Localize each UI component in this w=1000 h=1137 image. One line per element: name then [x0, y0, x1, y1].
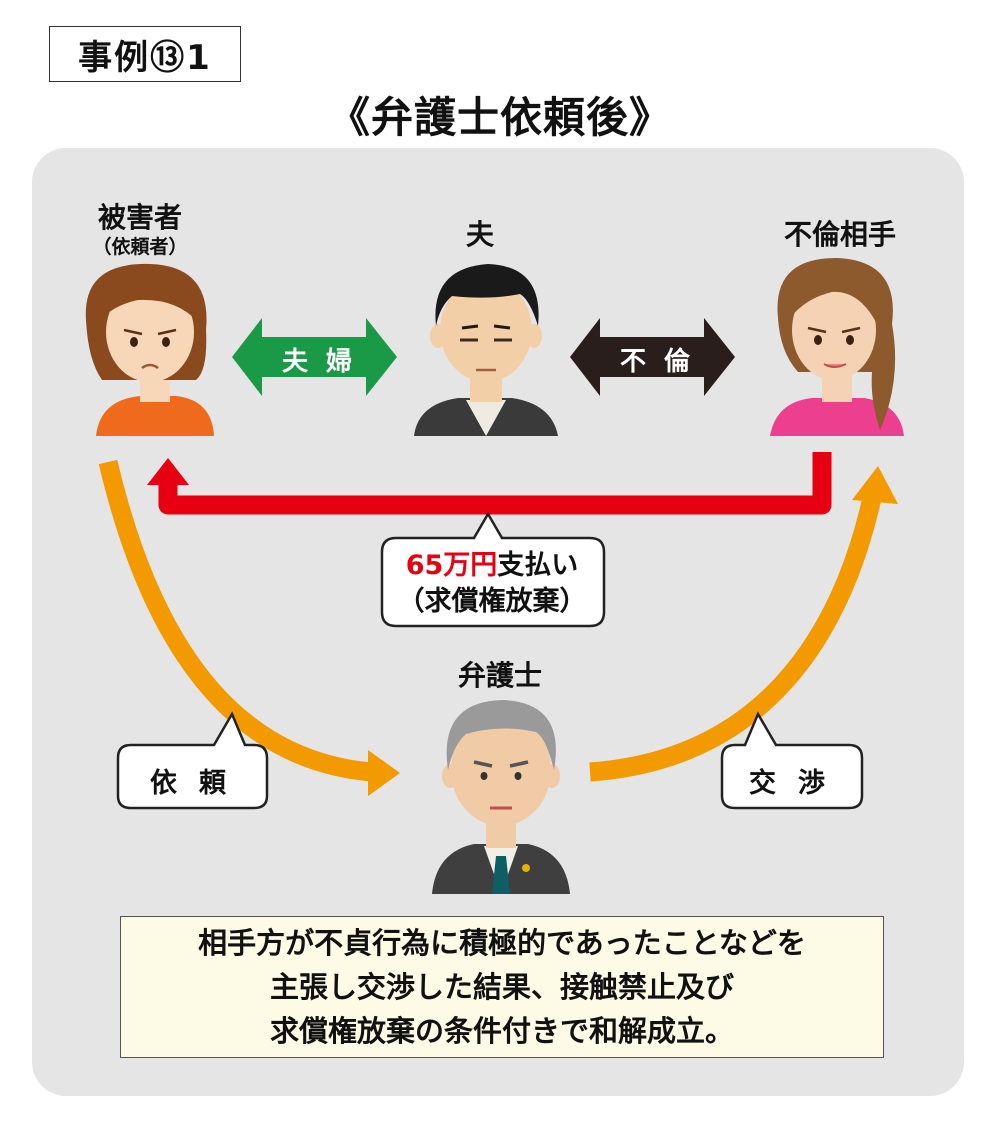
victim-illustration [85, 263, 214, 436]
payment-label: 支払い [497, 550, 579, 581]
result-line-3: 求償権放棄の条件付きで和解成立。 [269, 1014, 734, 1048]
payment-text: 65万円支払い （求償権放棄） [378, 548, 606, 620]
affair-arrow [570, 318, 735, 396]
request-arrow [98, 459, 373, 782]
victim-label: 被害者 [97, 201, 182, 234]
payment-amount: 65万円 [405, 550, 498, 581]
marital-relation-label: 夫婦 [281, 347, 370, 377]
payment-note: （求償権放棄） [397, 586, 587, 617]
lawyer-label: 弁護士 [457, 659, 542, 692]
case-number-label: 事例⑬1 [49, 26, 241, 82]
payment-arrow [158, 452, 832, 515]
request-bubble [116, 711, 269, 810]
lover-illustration [770, 258, 904, 436]
result-box: 相手方が不貞行為に積極的であったことなどを 主張し交渉した結果、接触禁止及び 求… [120, 916, 884, 1058]
marital-arrow [232, 318, 397, 396]
victim-sub-label: （依頼者） [92, 236, 188, 258]
husband-label: 夫 [465, 218, 494, 251]
request-label: 依頼 [150, 768, 248, 799]
negotiate-arrow [589, 495, 882, 782]
negotiate-label: 交渉 [749, 768, 847, 799]
negotiate-bubble [720, 711, 864, 810]
diagram-title: 《弁護士依頼後》 [327, 93, 672, 142]
payment-bubble [380, 511, 606, 628]
payment-arrowhead [147, 458, 189, 485]
negotiate-arrowhead [852, 466, 898, 504]
husband-illustration [414, 264, 558, 436]
result-line-1: 相手方が不貞行為に積極的であったことなどを [198, 926, 806, 960]
result-line-2: 主張し交渉した結果、接触禁止及び [269, 970, 734, 1004]
lawyer-illustration [432, 700, 570, 894]
request-arrowhead [368, 750, 400, 796]
affair-relation-label: 不倫 [619, 347, 708, 377]
lover-label: 不倫相手 [783, 218, 896, 251]
